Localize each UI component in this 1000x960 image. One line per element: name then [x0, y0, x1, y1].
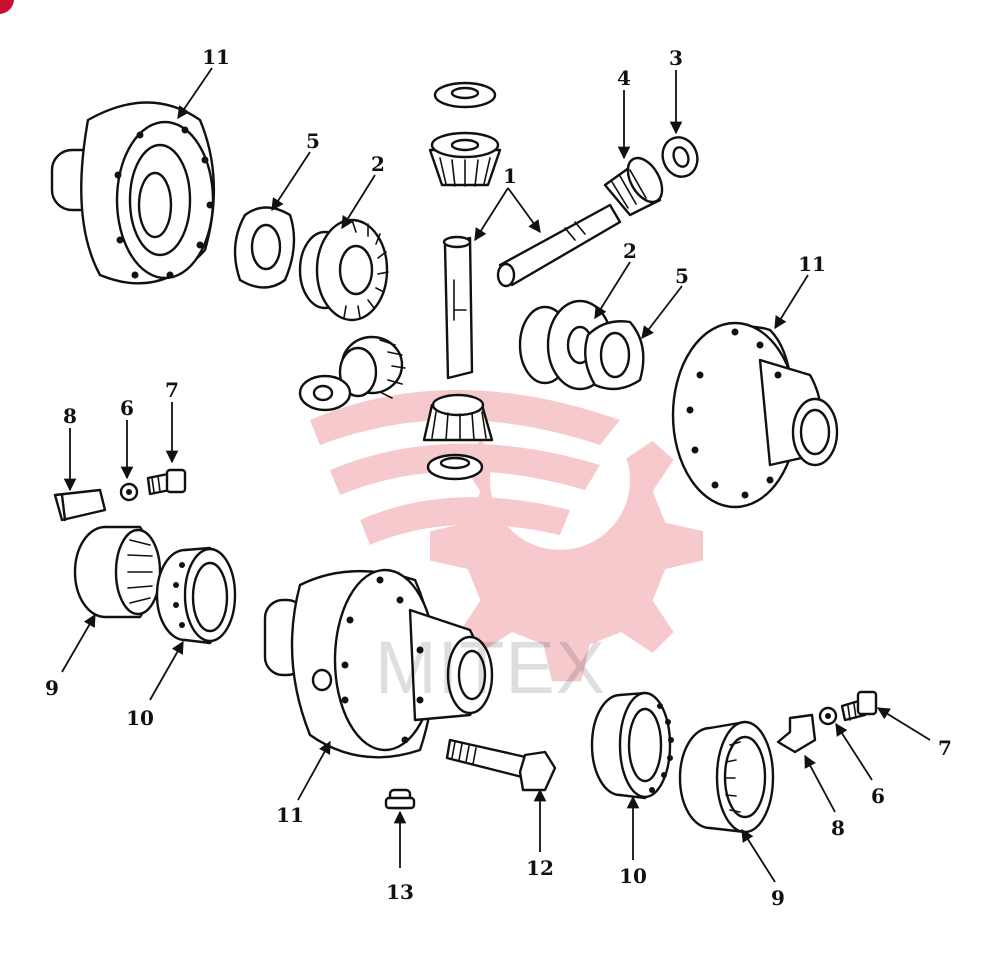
thrust-washer-right	[584, 320, 645, 391]
thrust-washer-top-right	[661, 136, 699, 178]
retaining-clip-right	[776, 713, 817, 754]
callout-6-right: 6	[871, 784, 885, 808]
callout-7-left: 7	[165, 378, 179, 402]
pinion-washer-left	[298, 374, 352, 412]
pinion-washer-top	[433, 81, 497, 109]
pinion-gear-left	[338, 335, 406, 399]
cross-shaft-vertical	[442, 235, 474, 380]
callout-8-left: 8	[63, 404, 77, 428]
callout-4: 4	[617, 66, 631, 90]
leader-lines	[61, 67, 931, 883]
callout-1: 1	[503, 164, 517, 188]
callout-12: 12	[526, 856, 554, 880]
callout-3: 3	[669, 46, 683, 70]
callout-8-right: 8	[831, 816, 845, 840]
differential-case-assembled	[263, 568, 494, 759]
callout-11-top-left: 11	[202, 45, 230, 69]
side-gear-right	[518, 299, 614, 391]
callout-2-left: 2	[371, 152, 385, 176]
differential-case-half-left	[50, 101, 216, 285]
retaining-clip-left	[53, 488, 107, 522]
pinion-washer-bottom	[426, 453, 484, 481]
cross-shaft-long	[496, 203, 622, 288]
bolt-small-right	[840, 690, 878, 722]
differential-case-half-right	[671, 321, 839, 509]
callout-6-left: 6	[120, 396, 134, 420]
pinion-gear-right	[603, 156, 664, 217]
watermark-text: MITEX	[375, 626, 607, 709]
roller-bearing-left	[155, 546, 237, 645]
splined-ring-right	[678, 720, 775, 834]
callout-7-right: 7	[938, 736, 952, 760]
callout-13: 13	[386, 880, 414, 904]
thrust-washer-left	[233, 206, 296, 289]
callout-11-right: 11	[798, 252, 826, 276]
bolt-small-left	[146, 468, 187, 496]
lock-washer-right	[818, 706, 838, 726]
callout-11-center: 11	[276, 803, 304, 827]
lock-washer-left	[119, 482, 139, 502]
callout-9-left: 9	[45, 676, 59, 700]
drain-plug	[384, 788, 416, 810]
pinion-gear-bottom	[422, 393, 494, 442]
ball-bearing-right	[590, 691, 674, 800]
callout-2-right: 2	[623, 239, 637, 263]
pinion-gear-top	[428, 131, 502, 187]
callout-5-right: 5	[675, 264, 689, 288]
callout-10-right: 10	[619, 864, 647, 888]
long-bolt	[445, 738, 557, 792]
side-gear-left	[298, 218, 389, 322]
callout-10-left: 10	[126, 706, 154, 730]
bearing-cup-left	[73, 525, 162, 619]
callout-5-left: 5	[306, 129, 320, 153]
callout-9-right: 9	[771, 886, 785, 910]
